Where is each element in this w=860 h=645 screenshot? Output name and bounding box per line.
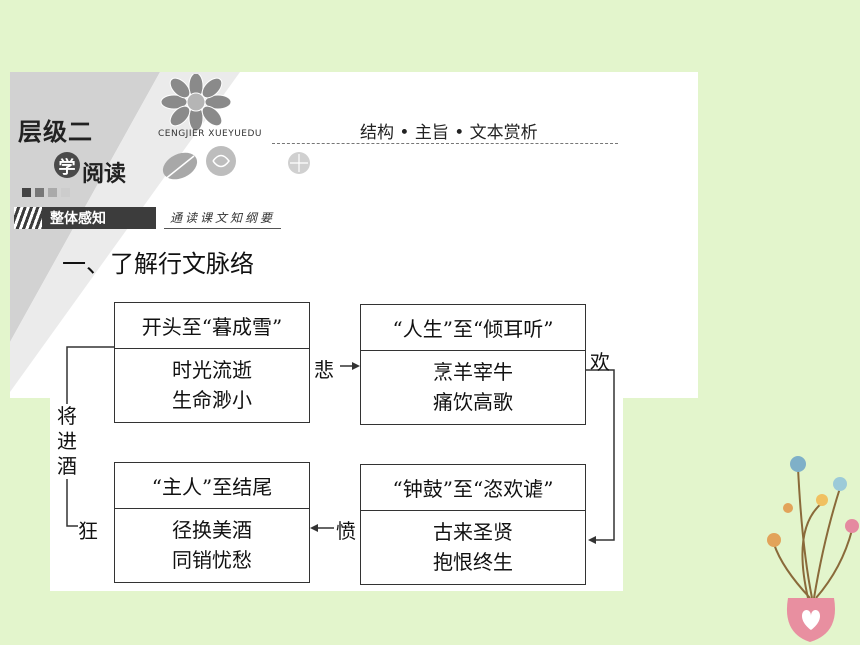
page-heading: 一、了解行文脉络: [62, 250, 254, 278]
box-header: “钟鼓”至“恣欢谑”: [361, 465, 585, 511]
progress-dots: [22, 182, 74, 201]
label-fen: 愤: [336, 519, 356, 543]
xue-badge: 学: [54, 152, 80, 178]
level-title: 层级二: [18, 117, 93, 146]
box-line: 径换美酒: [172, 518, 252, 542]
box-header: “主人”至结尾: [115, 463, 309, 509]
flower-icon: [160, 74, 232, 130]
header-divider: [272, 143, 618, 144]
box-header: “人生”至“倾耳听”: [361, 305, 585, 351]
section-title: 整体感知: [50, 211, 106, 227]
leaf-icon: [162, 152, 198, 181]
box-line: 同销忧愁: [172, 548, 252, 572]
box-header: 开头至“暮成雪”: [115, 303, 309, 349]
box-line: 抱恨终生: [433, 550, 513, 574]
label-kuang: 狂: [78, 519, 98, 543]
box-body: 时光流逝 生命渺小: [115, 349, 309, 421]
box-body: 古来圣贤 抱恨终生: [361, 511, 585, 583]
section-bar: 整体感知: [14, 207, 156, 229]
flow-box-host: “主人”至结尾 径换美酒 同销忧愁: [114, 462, 310, 583]
flow-box-bells: “钟鼓”至“恣欢谑” 古来圣贤 抱恨终生: [360, 464, 586, 585]
stripes-icon: [14, 207, 42, 229]
small-flower-icon: [288, 152, 310, 174]
label-huan: 欢: [590, 350, 610, 374]
box-body: 径换美酒 同销忧愁: [115, 509, 309, 581]
box-line: 痛饮高歌: [433, 390, 513, 414]
label-bei: 悲: [314, 358, 334, 382]
box-body: 烹羊宰牛 痛饮高歌: [361, 351, 585, 423]
header-subtitle: 结构 • 主旨 • 文本赏析: [360, 123, 538, 143]
flower-vase-icon: [767, 456, 859, 642]
box-line: 古来圣贤: [433, 520, 513, 544]
flow-box-life: “人生”至“倾耳听” 烹羊宰牛 痛饮高歌: [360, 304, 586, 425]
pinyin-caption: CENGJIER XUEYUEDU: [158, 129, 263, 139]
section-subtitle: 通读课文知纲要: [164, 207, 282, 229]
yuedu-text: 阅读: [82, 161, 127, 187]
flow-box-opening: 开头至“暮成雪” 时光流逝 生命渺小: [114, 302, 310, 423]
side-label-title: 将进酒: [56, 404, 78, 479]
heart-icon: [802, 610, 820, 630]
box-line: 生命渺小: [172, 388, 252, 412]
rose-icon: [206, 146, 236, 176]
box-line: 时光流逝: [172, 358, 252, 382]
box-line: 烹羊宰牛: [433, 360, 513, 384]
